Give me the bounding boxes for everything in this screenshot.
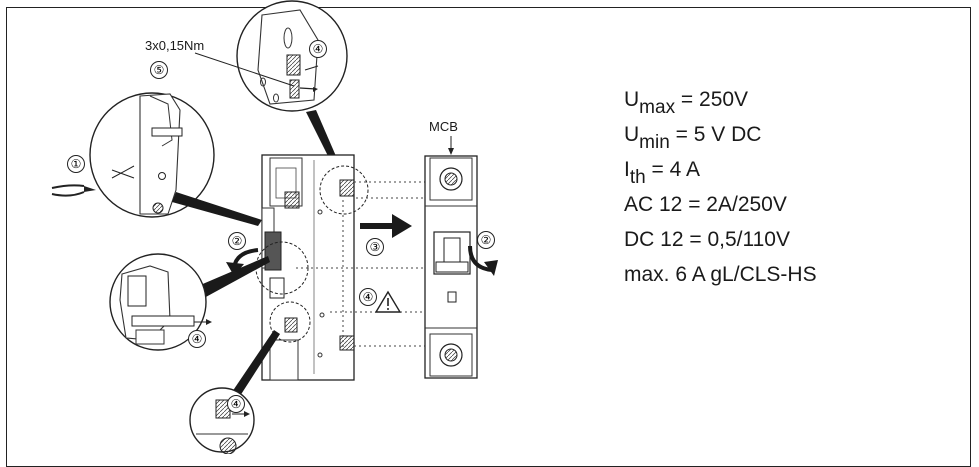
- spec-umax: Umax = 250V: [624, 88, 749, 118]
- toggle-arrow-right: [468, 245, 493, 272]
- step-5-marker: ⑤: [150, 61, 168, 79]
- spec-fuse: max. 6 A gL/CLS-HS: [624, 263, 817, 286]
- diagram-canvas: 3x0,15Nm ⑤ ④ ① MCB ② ③ ② ④ ④ ④ Umax = 25…: [6, 0, 971, 467]
- detail-circle-bottom: [189, 330, 280, 454]
- step-4-marker-middle: ④: [359, 288, 377, 306]
- torque-label: 3x0,15Nm: [145, 38, 205, 53]
- magnify-wedge-1: [172, 192, 262, 226]
- detail-circle-left-top: [89, 92, 215, 218]
- mounting-diagram-drawing: [51, 0, 498, 454]
- spec-ith: Ith = 4 A: [624, 158, 700, 188]
- slide-arrow: [360, 214, 412, 238]
- mcb-label: MCB: [429, 119, 458, 134]
- mcb-device: [424, 136, 478, 379]
- spec-dc12: DC 12 = 0,5/110V: [624, 228, 790, 251]
- torque-leader-line: [194, 52, 295, 87]
- step-2-marker-left: ②: [228, 232, 246, 250]
- step-3-marker: ③: [366, 238, 384, 256]
- step-2-marker-right: ②: [477, 231, 495, 249]
- step-4-marker-bottom: ④: [227, 395, 245, 413]
- spec-ac12: AC 12 = 2A/250V: [624, 193, 787, 216]
- detail-circle-top: [236, 0, 348, 112]
- step-4-marker-left: ④: [188, 330, 206, 348]
- detail-circle-left-middle: [109, 253, 270, 351]
- specifications-block: Umax = 250V Umin = 5 V DC Ith = 4 A AC 1…: [624, 82, 817, 292]
- spec-umin: Umin = 5 V DC: [624, 123, 762, 153]
- step-1-marker: ①: [67, 155, 85, 173]
- step-4-marker-top: ④: [309, 40, 327, 58]
- pliers-icon: [51, 184, 96, 197]
